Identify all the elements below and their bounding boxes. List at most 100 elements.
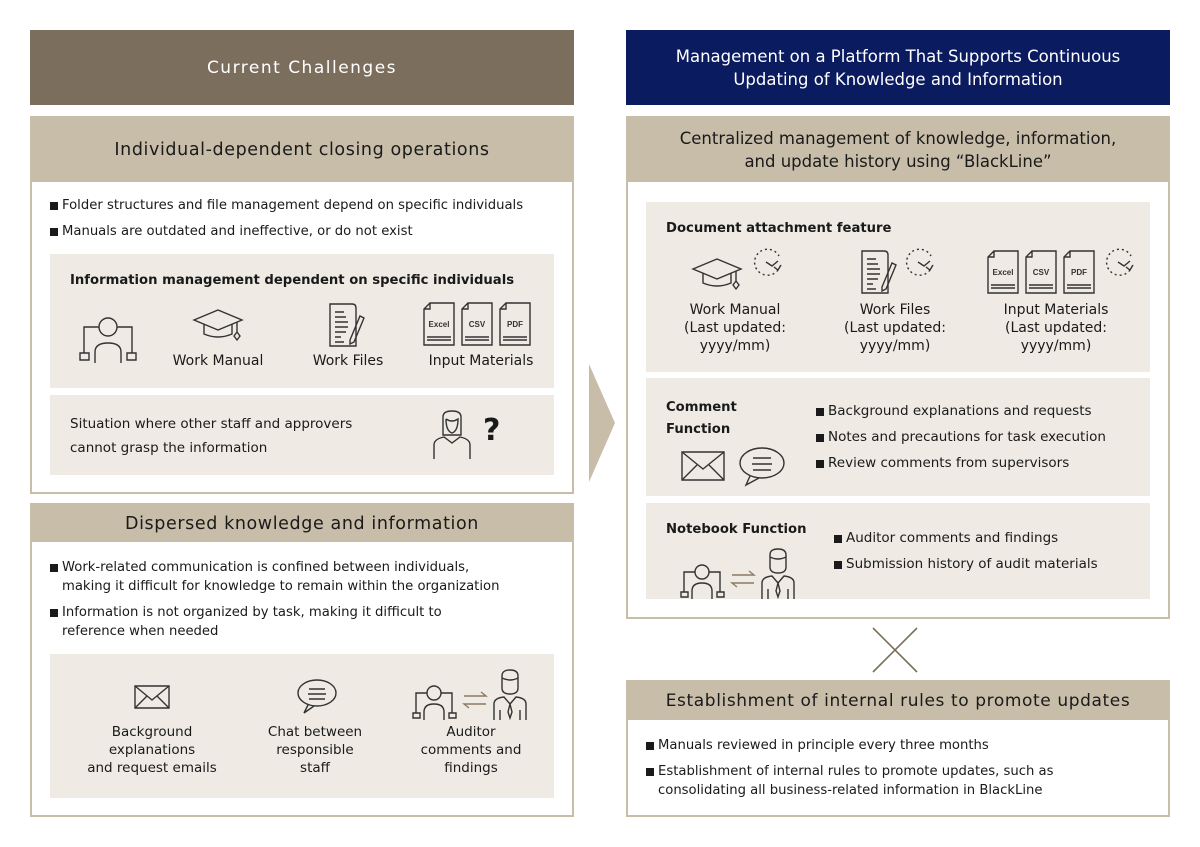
input-materials-item: Input Materials (Last updated: yyyy/mm) (986, 301, 1126, 355)
section-title: Individual-dependent closing operations (114, 140, 490, 160)
chat-bubble-icon (739, 447, 785, 487)
section-title: Establishment of internal rules to promo… (665, 691, 1131, 711)
bullet-item: Manuals reviewed in principle every thre… (646, 736, 1161, 755)
panel-title: Information management dependent on spec… (70, 273, 515, 288)
individual-dependent-section: Individual-dependent closing operations … (30, 116, 574, 494)
clock-history-icon (753, 248, 782, 276)
work-manual-item: Work Manual (Last updated: yyyy/mm) (670, 301, 800, 355)
label-line: comments and (420, 742, 522, 758)
chat-label: Chat between responsible staff (250, 723, 380, 777)
title-line: Function (666, 422, 731, 437)
label-line: explanations (108, 742, 196, 758)
section-header: Establishment of internal rules to promo… (628, 682, 1168, 720)
doc-type-label: PDF (1071, 268, 1087, 277)
current-challenges-header: Current Challenges (30, 30, 574, 105)
situation-line: Situation where other staff and approver… (70, 416, 353, 432)
last-updated-label: (Last updated: (683, 320, 786, 336)
graduation-cap-icon (691, 258, 743, 291)
staff-auditor-exchange-icon (412, 669, 527, 721)
internal-rules-section: Establishment of internal rules to promo… (626, 680, 1170, 817)
panel-title: Document attachment feature (666, 221, 892, 236)
work-files-item: Work Files (Last updated: yyyy/mm) (830, 301, 960, 355)
last-updated-date: yyyy/mm) (859, 338, 931, 354)
doc-type-label: Excel (429, 320, 450, 329)
envelope-icon (681, 451, 725, 481)
notebook-function-title: Notebook Function (666, 522, 807, 537)
bullet-line: making it difficult for knowledge to rem… (62, 579, 500, 594)
label-line: staff (300, 760, 330, 776)
situation-line: cannot grasp the information (70, 440, 268, 456)
title-line: Comment (666, 400, 737, 415)
section-title-line: Centralized management of knowledge, inf… (679, 129, 1117, 148)
label-line: Background (111, 724, 193, 740)
bullet-line: Manuals reviewed in principle every thre… (658, 738, 989, 753)
document-attachment-panel: Document attachment feature Work Manual … (646, 202, 1150, 372)
chat-bubble-icon (297, 679, 337, 714)
doc-type-label: Excel (993, 268, 1014, 277)
doc-type-label: CSV (469, 320, 486, 329)
graduation-cap-icon (192, 309, 244, 342)
label-line: Chat between (267, 724, 363, 740)
document-pen-icon (329, 303, 365, 347)
clock-history-icon (905, 248, 934, 276)
email-label: Background explanations and request emai… (64, 723, 240, 777)
excel-csv-pdf-icon: Excel CSV PDF (423, 302, 531, 346)
last-updated-label: (Last updated: (843, 320, 946, 336)
platform-header-line: Updating of Knowledge and Information (733, 69, 1063, 89)
label-line: findings (444, 760, 498, 776)
bullet-item: Submission history of audit materials (834, 555, 1144, 574)
dispersed-knowledge-section: Dispersed knowledge and information Work… (30, 503, 574, 817)
last-updated-date: yyyy/mm) (699, 338, 771, 354)
section-header: Dispersed knowledge and information (32, 505, 572, 542)
situation-text: Situation where other staff and approver… (70, 412, 352, 460)
communication-panel: Background explanations and request emai… (50, 654, 554, 798)
doc-type-label: PDF (507, 320, 523, 329)
right-arrow-icon (589, 364, 615, 482)
bullet-item: Folder structures and file management de… (50, 196, 565, 215)
bullet-item: Establishment of internal rules to promo… (646, 762, 1161, 800)
person-at-desk-icon (79, 317, 137, 363)
notebook-bullets: Auditor comments and findings Submission… (834, 529, 1144, 581)
bullet-item: Work-related communication is confined b… (50, 558, 565, 596)
doc-type-label: CSV (1033, 268, 1050, 277)
internal-rules-bullets: Manuals reviewed in principle every thre… (646, 736, 1161, 807)
cross-icon (872, 627, 918, 673)
section-title-line: and update history using “BlackLine” (744, 152, 1052, 171)
work-files-label: Work Files (312, 353, 384, 369)
dispersed-bullets: Work-related communication is confined b… (50, 558, 565, 648)
section-header: Centralized management of knowledge, inf… (628, 118, 1168, 182)
item-name: Work Manual (689, 302, 781, 318)
label-line: responsible (276, 742, 354, 758)
confused-person-icon (433, 410, 471, 459)
bullet-item: Notes and precautions for task execution (816, 428, 1146, 447)
centralized-management-section: Centralized management of knowledge, inf… (626, 116, 1170, 619)
item-name: Input Materials (1003, 302, 1109, 318)
section-header: Individual-dependent closing operations (32, 118, 572, 182)
question-mark: ? (483, 413, 501, 448)
notebook-function-panel: Notebook Function Auditor comments and f… (646, 503, 1150, 600)
envelope-icon (134, 685, 170, 709)
platform-header: Management on a Platform That Supports C… (626, 30, 1170, 105)
bullet-item: Manuals are outdated and ineffective, or… (50, 222, 565, 241)
document-pen-icon (861, 250, 897, 294)
information-management-panel: Information management dependent on spec… (50, 254, 554, 388)
section-title: Dispersed knowledge and information (125, 513, 479, 534)
comment-function-title: Comment Function (666, 397, 737, 441)
comment-bullets: Background explanations and requests Not… (816, 402, 1146, 480)
platform-header-line: Management on a Platform That Supports C… (675, 46, 1121, 66)
work-manual-label: Work Manual (172, 353, 264, 369)
bullet-line: reference when needed (62, 624, 219, 639)
staff-auditor-exchange-icon (680, 548, 795, 600)
bullet-item: Review comments from supervisors (816, 454, 1146, 473)
bullet-line: Establishment of internal rules to promo… (658, 764, 1054, 779)
challenge-bullets: Folder structures and file management de… (50, 196, 565, 248)
bullet-item: Background explanations and requests (816, 402, 1146, 421)
comment-function-panel: Comment Function Background explanations… (646, 378, 1150, 496)
last-updated-date: yyyy/mm) (1020, 338, 1092, 354)
input-materials-label: Input Materials (428, 353, 534, 369)
current-challenges-title: Current Challenges (206, 57, 398, 78)
bullet-line: consolidating all business-related infor… (658, 783, 1043, 798)
item-name: Work Files (859, 302, 931, 318)
situation-panel: Situation where other staff and approver… (50, 395, 554, 475)
bullet-line: Information is not organized by task, ma… (62, 605, 442, 620)
